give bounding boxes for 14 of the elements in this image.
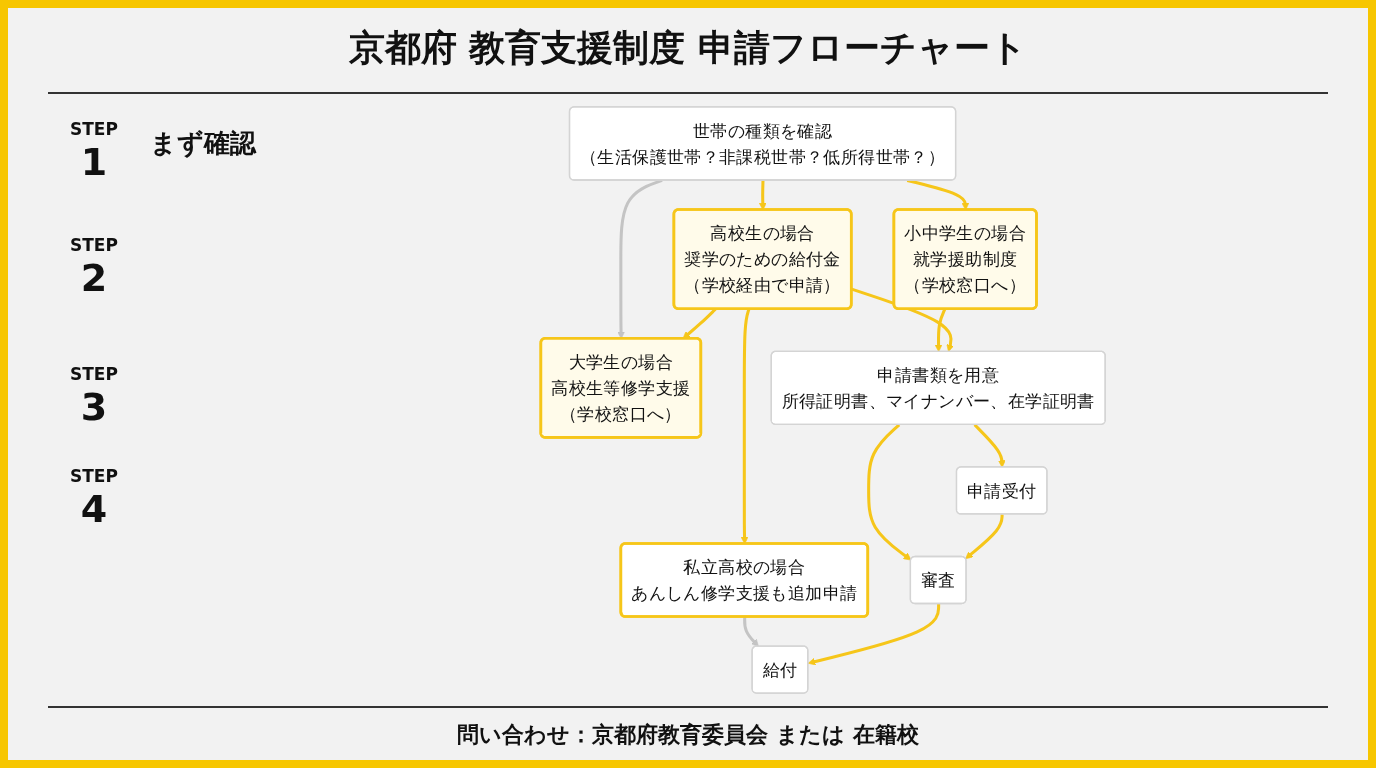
arrow (743, 616, 759, 647)
arrow (965, 514, 1004, 559)
step-number: STEP 4 (70, 465, 118, 531)
title: 京都府 教育支援制度 申請フローチャート (348, 26, 1028, 70)
step-number: STEP 1 (70, 118, 118, 184)
arrow (807, 603, 941, 666)
contact-note: 問い合わせ：京都府教育委員会 または 在籍校 (457, 721, 919, 749)
step-number: STEP 2 (70, 234, 118, 299)
arrow (867, 423, 912, 561)
arrow (851, 287, 954, 353)
step-heading: まず確認 (150, 126, 256, 160)
arrow (934, 308, 947, 353)
arrow (973, 423, 1006, 468)
step-number: STEP 3 (70, 362, 118, 428)
